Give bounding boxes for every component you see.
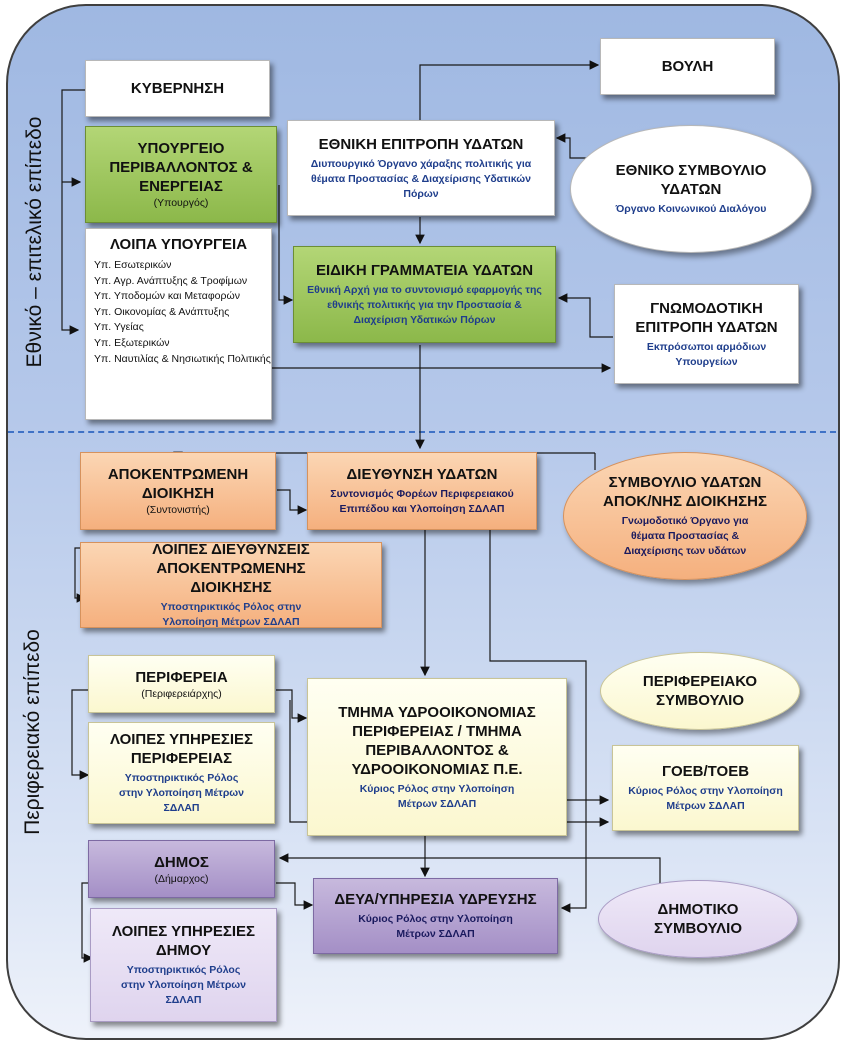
node-title: ΠΕΡΙΦΕΡΕΙΑΚΟ ΣΥΜΒΟΥΛΙΟ [642,673,758,709]
node-subtitle: Όργανο Κοινωνικού Διαλόγου [615,203,767,215]
node-dimotiko: ΔΗΜΟΤΙΚΟ ΣΥΜΒΟΥΛΙΟ [598,880,798,958]
node-subtitle: Εθνική Αρχή για το συντονισμό εφαρμογής … [307,284,542,326]
level-divider [8,431,836,433]
node-title: ΕΘΝΙΚΗ ΕΠΙΤΡΟΠΗ ΥΔΑΤΩΝ [318,135,524,153]
ministry-item: Υπ. Αγρ. Ανάπτυξης & Τροφίμων [94,274,248,287]
node-title: ΔΗΜΟΤΙΚΟ ΣΥΜΒΟΥΛΙΟ [653,901,743,937]
node-perifereia: ΠΕΡΙΦΕΡΕΙΑ (Περιφερειάρχης) [88,655,275,713]
node-deya: ΔΕΥΑ/ΥΠΗΡΕΣΙΑ ΥΔΡΕΥΣΗΣ Κύριος Ρόλος στην… [313,878,558,954]
node-title: ΕΘΝΙΚΟ ΣΥΜΒΟΥΛΙΟ ΥΔΑΤΩΝ [615,162,767,198]
node-vouli: ΒΟΥΛΗ [600,38,775,95]
node-note: (Περιφερειάρχης) [141,687,222,700]
node-subtitle: Υποστηρικτικός Ρόλος στην Υλοποίηση Μέτρ… [118,772,245,814]
ministry-item: Υπ. Εξωτερικών [94,336,170,349]
ministry-item: Υπ. Υγείας [94,321,144,334]
node-perifereiako-symvoulio: ΠΕΡΙΦΕΡΕΙΑΚΟ ΣΥΜΒΟΥΛΙΟ [600,652,800,730]
node-tmima: ΤΜΗΜΑ ΥΔΡΟΟΙΚΟΝΟΜΙΑΣ ΠΕΡΙΦΕΡΕΙΑΣ / ΤΜΗΜΑ… [307,678,567,836]
node-goeb: ΓΟΕΒ/ΤΟΕΒ Κύριος Ρόλος στην Υλοποίηση Μέ… [612,745,799,831]
node-subtitle: Κύριος Ρόλος στην Υλοποίηση Μέτρων ΣΔΛΑΠ [628,785,783,812]
node-title: ΒΟΥΛΗ [661,58,714,75]
node-note: (Δήμαρχος) [154,872,209,885]
node-symvoulio-apok: ΣΥΜΒΟΥΛΙΟ ΥΔΑΤΩΝ ΑΠΟΚ/ΝΗΣ ΔΙΟΙΚΗΣΗΣ Γνωμ… [563,452,807,580]
node-loipes-dieythynseis: ΛΟΙΠΕΣ ΔΙΕΥΘΥΝΣΕΙΣ ΑΠΟΚΕΝΤΡΩΜΕΝΗΣ ΔΙΟΙΚΗ… [80,541,382,628]
node-loipes-perifereias: ΛΟΙΠΕΣ ΥΠΗΡΕΣΙΕΣ ΠΕΡΙΦΕΡΕΙΑΣ Υποστηρικτι… [88,722,275,824]
ministry-item: Υπ. Εσωτερικών [94,259,172,271]
node-subtitle: Υποστηρικτικός Ρόλος στην Υλοποίηση Μέτρ… [160,601,302,628]
node-title: ΓΟΕΒ/ΤΟΕΒ [661,763,750,780]
ministry-item: Υπ. Ναυτιλίας & Νησιωτικής Πολιτικής [94,352,271,365]
node-title: ΕΙΔΙΚΗ ΓΡΑΜΜΑΤΕΙΑ ΥΔΑΤΩΝ [315,262,534,279]
node-ethniki-epitropi: ΕΘΝΙΚΗ ΕΠΙΤΡΟΠΗ ΥΔΑΤΩΝ Διυπουργικό Όργαν… [287,120,555,216]
ministry-item: Υπ. Υποδομών και Μεταφορών [94,290,240,303]
node-subtitle: Γνωμοδοτικό Όργανο για θέματα Προστασίας… [621,515,749,557]
node-dimos: ΔΗΜΟΣ (Δήμαρχος) [88,840,275,898]
node-title: ΔΗΜΟΣ [154,853,209,871]
node-title: ΚΥΒΕΡΝΗΣΗ [130,80,225,97]
node-title: ΑΠΟΚΕΝΤΡΩΜΕΝΗ ΔΙΟΙΚΗΣΗ [107,466,249,502]
node-subtitle: Κύριος Ρόλος στην Υλοποίηση Μέτρων ΣΔΛΑΠ [359,782,515,810]
node-apokentromeni: ΑΠΟΚΕΝΤΡΩΜΕΝΗ ΔΙΟΙΚΗΣΗ (Συντονιστής) [80,452,276,530]
node-title: ΥΠΟΥΡΓΕΙΟ ΠΕΡΙΒΑΛΛΟΝΤΟΣ & ΕΝΕΡΓΕΙΑΣ [109,140,253,195]
ministries-list: Υπ. Εσωτερικών Υπ. Αγρ. Ανάπτυξης & Τροφ… [86,258,271,367]
node-title: ΛΟΙΠΕΣ ΥΠΗΡΕΣΙΕΣ ΠΕΡΙΦΕΡΕΙΑΣ [109,731,254,767]
node-eidiki-grammateia: ΕΙΔΙΚΗ ΓΡΑΜΜΑΤΕΙΑ ΥΔΑΤΩΝ Εθνική Αρχή για… [293,246,556,343]
node-ethniko-symvoulio: ΕΘΝΙΚΟ ΣΥΜΒΟΥΛΙΟ ΥΔΑΤΩΝ Όργανο Κοινωνικο… [570,125,812,253]
ministry-item: Υπ. Οικονομίας & Ανάπτυξης [94,305,230,318]
node-note: (Υπουργός) [153,197,209,209]
node-title: ΔΙΕΥΘΥΝΣΗ ΥΔΑΤΩΝ [346,466,498,483]
node-subtitle: Υποστηρικτικός Ρόλος στην Υλοποίηση Μέτρ… [120,964,247,1006]
node-title: ΤΜΗΜΑ ΥΔΡΟΟΙΚΟΝΟΜΙΑΣ ΠΕΡΙΦΕΡΕΙΑΣ / ΤΜΗΜΑ… [338,703,536,778]
node-title: ΛΟΙΠΕΣ ΥΠΗΡΕΣΙΕΣ ΔΗΜΟΥ [111,923,256,959]
node-kyvernisi: ΚΥΒΕΡΝΗΣΗ [85,60,270,117]
node-subtitle: Εκπρόσωποι αρμόδιων Υπουργείων [646,340,767,368]
node-subtitle: Κύριος Ρόλος στην Υλοποίηση Μέτρων ΣΔΛΑΠ [358,913,513,940]
node-title: ΣΥΜΒΟΥΛΙΟ ΥΔΑΤΩΝ ΑΠΟΚ/ΝΗΣ ΔΙΟΙΚΗΣΗΣ [603,474,767,510]
node-ypourgeio: ΥΠΟΥΡΓΕΙΟ ΠΕΡΙΒΑΛΛΟΝΤΟΣ & ΕΝΕΡΓΕΙΑΣ (Υπο… [85,126,277,223]
node-gnomodotiki: ΓΝΩΜΟΔΟΤΙΚΗ ΕΠΙΤΡΟΠΗ ΥΔΑΤΩΝ Εκπρόσωποι α… [614,284,799,384]
node-subtitle: Συντονισμός Φορέων Περιφερειακού Επιπέδο… [330,488,514,515]
node-note: (Συντονιστής) [146,504,210,516]
node-title: ΔΕΥΑ/ΥΠΗΡΕΣΙΑ ΥΔΡΕΥΣΗΣ [334,891,537,908]
node-loipes-dimou: ΛΟΙΠΕΣ ΥΠΗΡΕΣΙΕΣ ΔΗΜΟΥ Υποστηρικτικός Ρό… [90,908,277,1022]
node-title: ΛΟΙΠΕΣ ΔΙΕΥΘΥΝΣΕΙΣ ΑΠΟΚΕΝΤΡΩΜΕΝΗΣ ΔΙΟΙΚΗ… [152,541,310,596]
node-title: ΠΕΡΙΦΕΡΕΙΑ [135,668,228,686]
node-loipa-ypourgeia: ΛΟΙΠΑ ΥΠΟΥΡΓΕΙΑ Υπ. Εσωτερικών Υπ. Αγρ. … [85,228,272,420]
node-subtitle: Διυπουργικό Όργανο χάραξης πολιτικής για… [310,157,532,200]
node-title: ΓΝΩΜΟΔΟΤΙΚΗ ΕΠΙΤΡΟΠΗ ΥΔΑΤΩΝ [635,299,778,336]
node-title: ΛΟΙΠΑ ΥΠΟΥΡΓΕΙΑ [109,236,248,253]
node-dieythynsi: ΔΙΕΥΘΥΝΣΗ ΥΔΑΤΩΝ Συντονισμός Φορέων Περι… [307,452,537,530]
